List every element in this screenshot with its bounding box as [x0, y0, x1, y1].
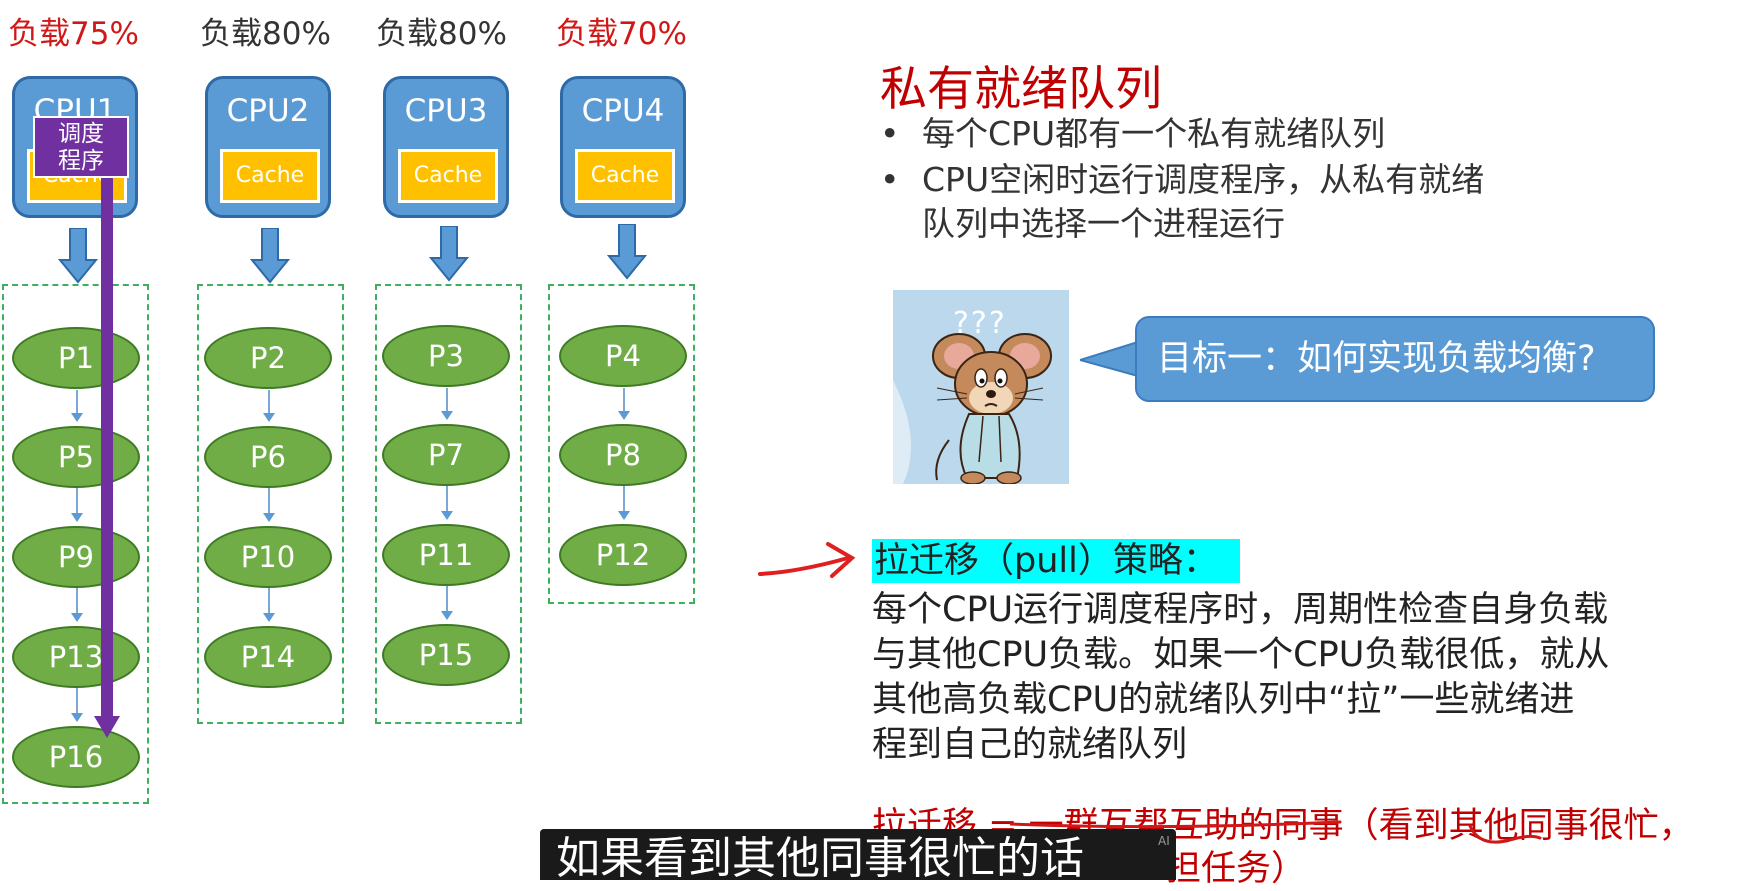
bullet-text: CPU空闲时运行调度程序，从私有就绪: [922, 160, 1485, 199]
ready-queue-cpu4: [548, 284, 695, 604]
queue-link: [263, 488, 275, 522]
scheduler-box: 调度 程序: [33, 116, 129, 178]
cpu4-load-label: 负载70%: [556, 16, 687, 52]
bullet-item-continuation: 队列中选择一个进程运行: [880, 202, 1285, 246]
scheduler-scan-line: [101, 176, 113, 724]
paragraph-line: 其他高负载CPU的就绪队列中“拉”一些就绪进: [872, 680, 1575, 720]
cpu3-label: CPU3: [404, 93, 488, 129]
ai-subtitle-tag: AI: [1158, 834, 1170, 848]
ready-queue-cpu1: [2, 284, 149, 804]
process-p11: P11: [382, 524, 510, 586]
goal-speech-bubble: 目标一：如何实现负载均衡?: [1135, 316, 1655, 402]
cpu1-load-label: 负载75%: [8, 16, 139, 52]
process-p4: P4: [559, 325, 687, 387]
process-p9: P9: [12, 526, 140, 588]
process-p1: P1: [12, 327, 140, 389]
slide-title: 私有就绪队列: [880, 62, 1162, 117]
bullet-item: •CPU空闲时运行调度程序，从私有就绪: [880, 160, 1485, 199]
paragraph-line: 与其他CPU负载。如果一个CPU负载很低，就从: [872, 635, 1610, 675]
cpu2-label: CPU2: [226, 93, 310, 129]
arrow-down-icon: [429, 226, 469, 282]
cpu3-load-label: 负载80%: [376, 16, 507, 52]
scheduler-label-line2: 程序: [58, 148, 104, 174]
scheduler-label-line1: 调度: [58, 121, 104, 147]
process-p5: P5: [12, 426, 140, 488]
process-p2: P2: [204, 327, 332, 389]
queue-link: [263, 588, 275, 622]
bullet-item: •每个CPU都有一个私有就绪队列: [880, 114, 1386, 153]
ready-queue-cpu3: [375, 284, 522, 724]
ready-queue-cpu2: [197, 284, 344, 724]
queue-link: [618, 486, 630, 520]
queue-link: [618, 388, 630, 420]
arrow-down-icon: [250, 228, 290, 284]
cpu4-box: CPU4 Cache: [560, 76, 686, 218]
process-p16: P16: [12, 726, 140, 788]
process-p12: P12: [559, 524, 687, 586]
mouse-drawing: [893, 333, 1052, 484]
arrow-down-icon: [58, 228, 98, 284]
queue-link: [71, 588, 83, 622]
scheduler-arrowhead-icon: [94, 716, 120, 738]
process-p14: P14: [204, 626, 332, 688]
red-hand-drawn-arrow-icon: [758, 542, 856, 578]
queue-link: [441, 586, 453, 620]
cpu2-load-label: 负载80%: [200, 16, 331, 52]
queue-link: [441, 486, 453, 520]
process-p8: P8: [559, 424, 687, 486]
queue-link: [71, 488, 83, 522]
process-p3: P3: [382, 325, 510, 387]
pull-strategy-heading: 拉迁移（pull）策略：: [872, 539, 1240, 583]
red-underline-scribble: [1010, 820, 1542, 844]
cpu3-cache: Cache: [398, 149, 498, 203]
bullet-text: 队列中选择一个进程运行: [922, 204, 1285, 243]
cpu4-label: CPU4: [581, 93, 665, 129]
cpu4-cache: Cache: [575, 149, 675, 203]
confused-mouse-image: ???: [893, 290, 1069, 484]
queue-link: [71, 688, 83, 722]
queue-link: [263, 390, 275, 422]
bullet-text: 每个CPU都有一个私有就绪队列: [922, 114, 1386, 153]
cpu3-box: CPU3 Cache: [383, 76, 509, 218]
cpu2-box: CPU2 Cache: [205, 76, 331, 218]
process-p7: P7: [382, 424, 510, 486]
queue-link: [71, 390, 83, 422]
video-subtitle: 如果看到其他同事很忙的话: [540, 829, 1176, 880]
arrow-down-icon: [607, 224, 647, 280]
cpu2-cache: Cache: [220, 149, 320, 203]
process-p10: P10: [204, 526, 332, 588]
paragraph-line: 程到自己的就绪队列: [872, 725, 1188, 765]
queue-link: [441, 388, 453, 420]
pull-strategy-description: 每个CPU运行调度程序时，周期性检查自身负载 与其他CPU负载。如果一个CPU负…: [872, 588, 1609, 768]
paragraph-line: 每个CPU运行调度程序时，周期性检查自身负载: [872, 590, 1609, 630]
speech-bubble-tail: [1080, 341, 1140, 377]
process-p6: P6: [204, 426, 332, 488]
process-p13: P13: [12, 626, 140, 688]
process-p15: P15: [382, 624, 510, 686]
analogy-text-continued: 担任务）: [1166, 849, 1307, 889]
